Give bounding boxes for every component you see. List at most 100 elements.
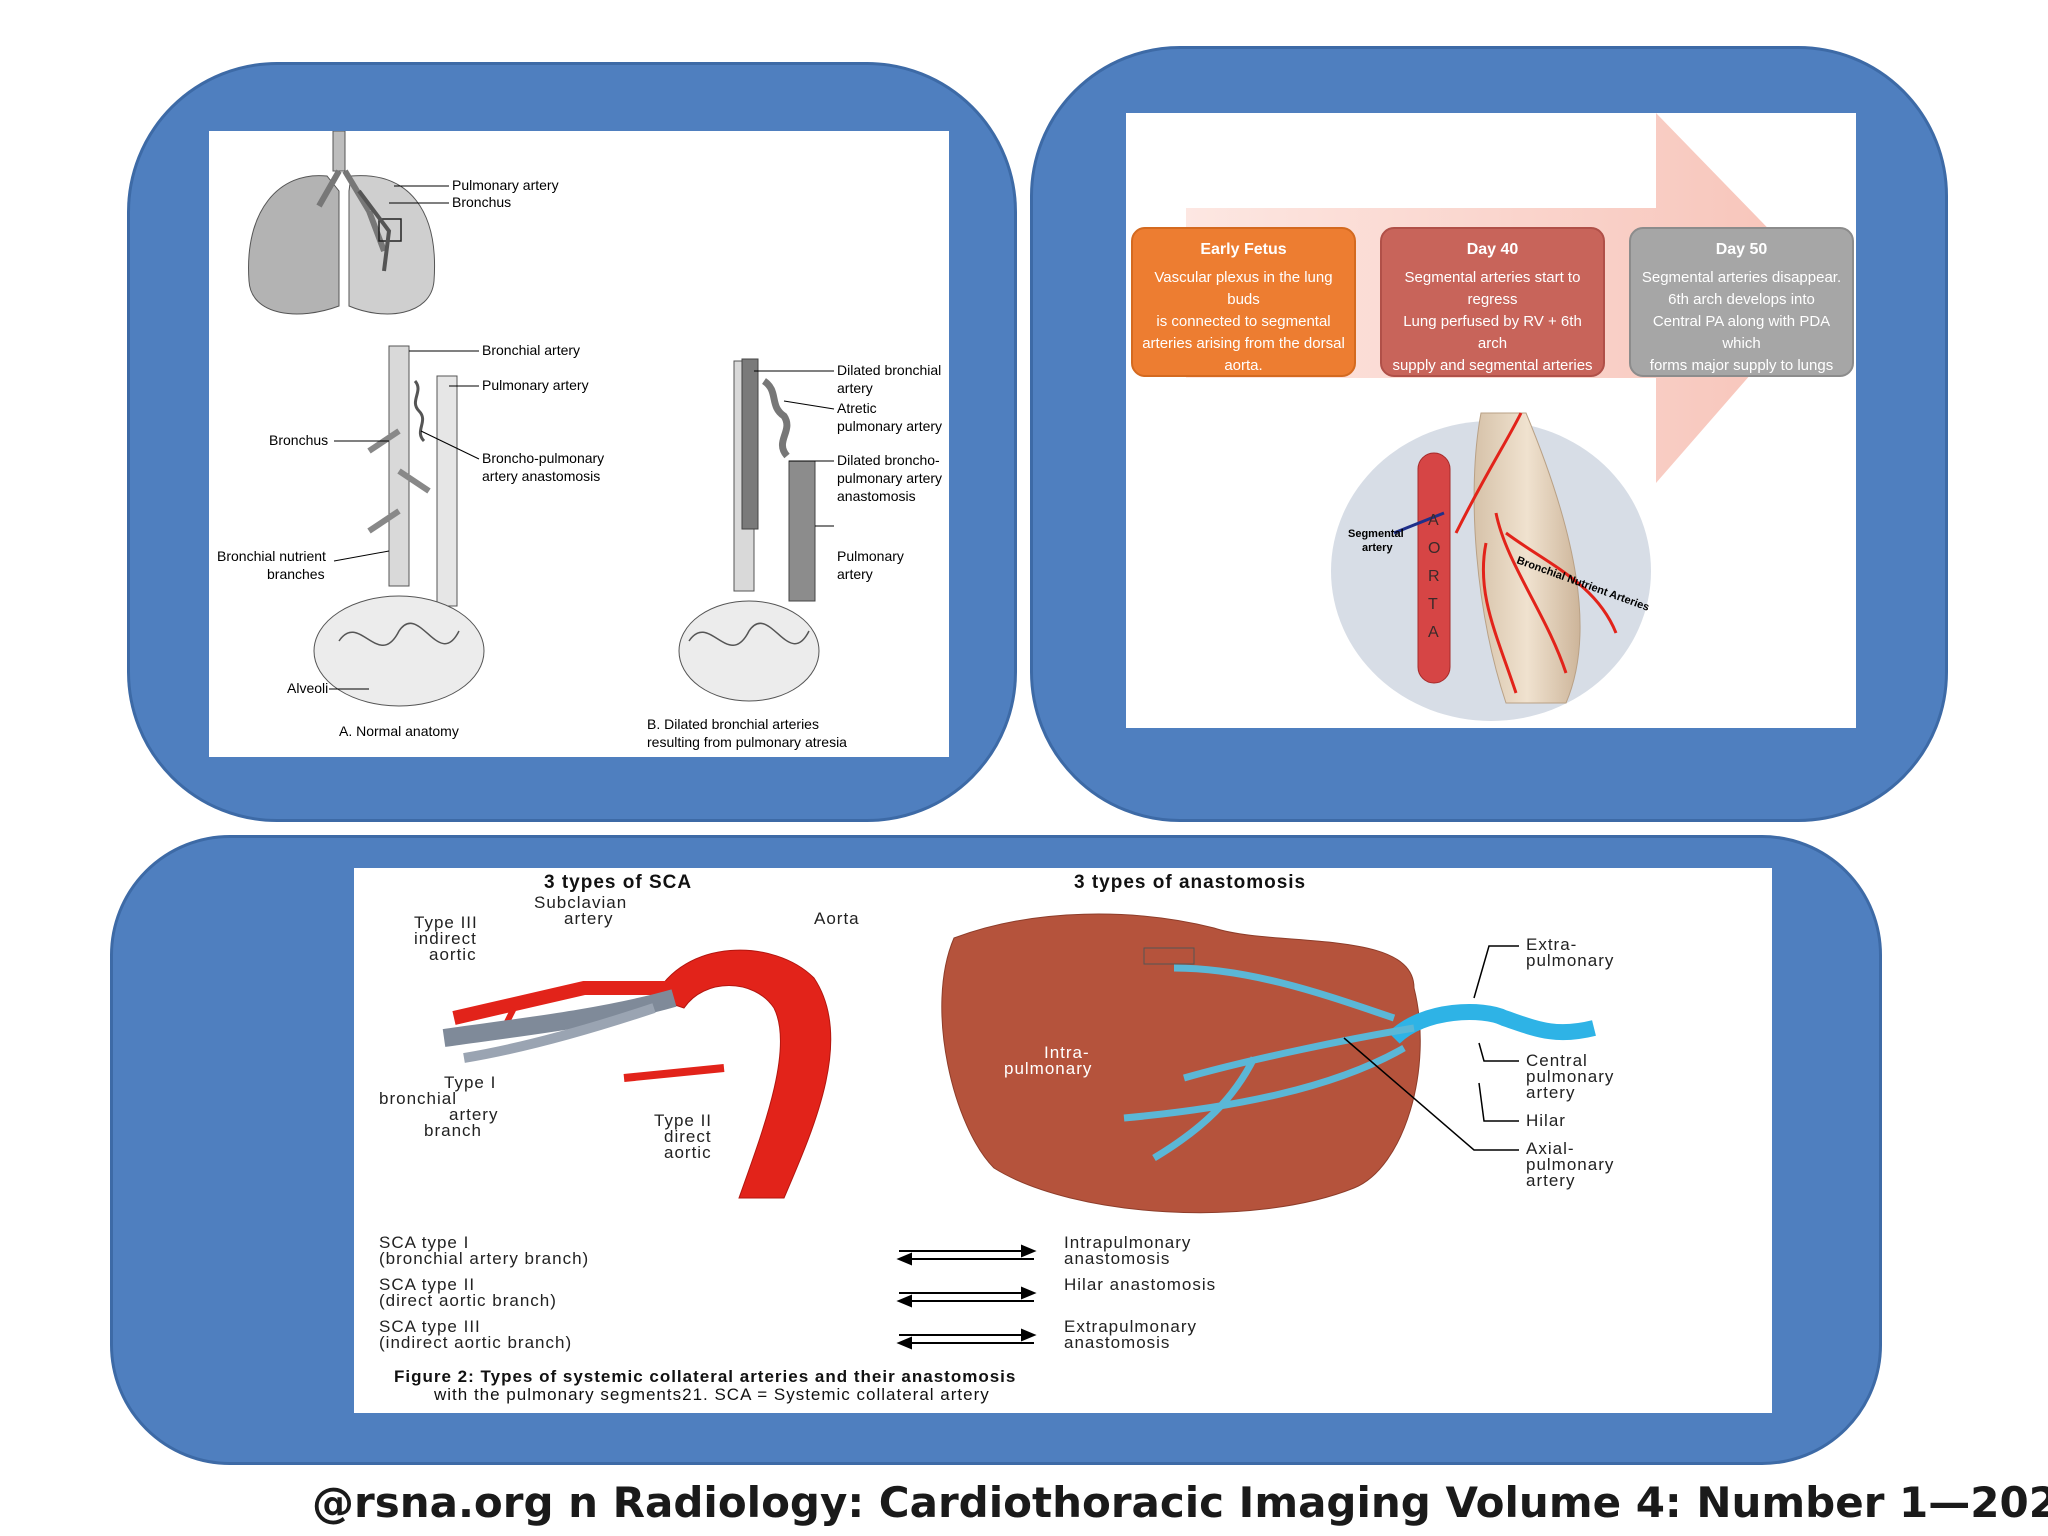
legend-right-line: Extrapulmonary — [1064, 1317, 1197, 1336]
title-anastomosis-types: 3 types of anastomosis — [1074, 872, 1306, 893]
label-intra-acinar-line2: acinar — [1234, 915, 1286, 934]
nutrient-arteries — [1454, 412, 1618, 694]
figure-caption-line1: Figure 2: Types of systemic collateral a… — [394, 1367, 1016, 1386]
segmental-artery-line — [1393, 511, 1445, 535]
label-subclavian-line2: artery — [564, 909, 613, 928]
stage-line: regress — [1467, 291, 1518, 308]
label-type1-line3: artery — [449, 1105, 498, 1124]
title-sca-types: 3 types of SCA — [544, 872, 692, 893]
label-aorta: Aorta — [814, 909, 860, 928]
label-nutrient-line1: Bronchial nutrient — [217, 548, 326, 564]
label-subclavian-line1: Subclavian — [534, 893, 627, 912]
stage-title: Early Fetus — [1200, 241, 1287, 258]
caption-atresia-line2: resulting from pulmonary atresia — [647, 734, 847, 750]
stage-title: Day 40 — [1466, 241, 1519, 258]
legend-left-line: (indirect aortic branch) — [379, 1333, 572, 1352]
sca-legend: SCA type I (bronchial artery branch) Int… — [379, 1233, 1216, 1352]
legend-left-line: SCA type II — [379, 1275, 475, 1294]
figure-bronchial-anatomy: Pulmonary artery Bronchus Bronchial arte… — [209, 130, 949, 757]
bronchial-anatomy-illustration: Pulmonary artery Bronchus Bronchial arte… — [217, 130, 942, 750]
label-type3-line2: indirect — [414, 929, 477, 948]
label-axial-line1: Axial- — [1526, 1139, 1575, 1158]
label-dilated-line2: artery — [837, 380, 873, 396]
label-bronchus: Bronchus — [269, 432, 328, 448]
label-nutrient-line2: branches — [267, 566, 325, 582]
label-axial-line2: pulmonary — [1526, 1155, 1614, 1174]
label-intra-acinar-line1: Intra- — [1244, 899, 1290, 918]
stage-line: 6th arch develops into — [1668, 291, 1815, 308]
stage-line: Segmental arteries start to — [1404, 269, 1581, 286]
stage-line: Vascular plexus in the lung buds — [1154, 269, 1333, 308]
stage-line: Segmental arteries disappear. — [1641, 269, 1842, 286]
label-type1-line1: Type I — [444, 1073, 496, 1092]
label-type1-line4: branch — [424, 1121, 482, 1140]
label-segmental-line1: Segmental — [1348, 528, 1404, 540]
label-type2-line1: Type II — [654, 1111, 712, 1130]
label-type2-line3: aortic — [664, 1143, 712, 1162]
label-intra-pulmonary-line2: pulmonary — [1004, 1059, 1092, 1078]
aorta-drawing — [442, 949, 832, 1199]
label-bronchial-artery: Bronchial artery — [482, 342, 580, 358]
caption-normal-anatomy: A. Normal anatomy — [339, 723, 459, 739]
svg-text:A: A — [1428, 624, 1439, 641]
label-dilated-anast-line3: anastomosis — [837, 488, 916, 504]
stage-line: forms major supply to lungs — [1649, 357, 1834, 374]
stage-line: Lung perfused by RV + 6th arch — [1403, 313, 1582, 352]
label-pa-line1: Pulmonary — [837, 548, 904, 564]
stage-day-40: Day 40 Segmental arteries start to regre… — [1380, 227, 1605, 377]
svg-text:T: T — [1428, 596, 1438, 613]
label-dilated-line1: Dilated bronchial — [837, 362, 941, 378]
caption-atresia-line1: B. Dilated bronchial arteries — [647, 716, 819, 732]
timeline-arrow: Segmental artery A O R T A Bronchial Nut… — [1186, 113, 1826, 721]
label-type1-line2: bronchial — [379, 1089, 457, 1108]
double-arrows — [896, 1244, 1037, 1350]
label-extra-pulmonary-line1: Extra- — [1526, 935, 1577, 954]
aorta-vertical-letters: A O R T A — [1428, 512, 1440, 641]
legend-right-line: anastomosis — [1064, 1249, 1170, 1268]
aorta-vessel — [1417, 452, 1451, 684]
label-pa-line2: artery — [837, 566, 873, 582]
label-central-pa-line3: artery — [1526, 1083, 1575, 1102]
label-hilar: Hilar — [1526, 1111, 1566, 1130]
label-atretic-line1: Atretic — [837, 400, 877, 416]
stage-line: arteries arising from the dorsal — [1142, 335, 1345, 352]
stage-line: aorta. — [1224, 357, 1263, 374]
footer-citation: @rsna.org n Radiology: Cardiothoracic Im… — [312, 1478, 2048, 1527]
legend-left-line: (direct aortic branch) — [379, 1291, 557, 1310]
atresia-drawing — [678, 358, 820, 702]
label-type3-line3: aortic — [429, 945, 477, 964]
svg-text:R: R — [1428, 568, 1440, 585]
stage-day-50: Day 50 Segmental arteries disappear. 6th… — [1629, 227, 1854, 377]
label-dilated-anast-line2: pulmonary artery — [837, 470, 942, 486]
stage-line: Central PA along with PDA which — [1652, 313, 1831, 352]
legend-left-line: SCA type III — [379, 1317, 481, 1336]
label-pulmonary-artery-top: Pulmonary artery — [452, 177, 559, 193]
lungs-drawing — [248, 130, 436, 315]
label-central-pa-line1: Central — [1526, 1051, 1588, 1070]
legend-left-line: (bronchial artery branch) — [379, 1249, 589, 1268]
stage-early-fetus: Early Fetus Vascular plexus in the lung … — [1131, 227, 1356, 377]
label-type2-line2: direct — [664, 1127, 712, 1146]
legend-right-line: Hilar anastomosis — [1064, 1275, 1216, 1294]
stage-line: supply and segmental arteries — [1392, 357, 1593, 374]
figure-sca-types: 3 types of SCA 3 types of anastomosis Su… — [354, 868, 1772, 1413]
label-anastomosis-line1: Broncho-pulmonary — [482, 450, 604, 466]
label-dilated-anast-line1: Dilated broncho- — [837, 452, 940, 468]
label-bronchus-top: Bronchus — [452, 194, 511, 210]
label-alveoli: Alveoli — [287, 680, 328, 696]
figure-embryology-timeline: Segmental artery A O R T A Bronchial Nut… — [1126, 113, 1856, 728]
label-atretic-line2: pulmonary artery — [837, 418, 942, 434]
svg-text:O: O — [1428, 540, 1440, 557]
label-extra-pulmonary-line2: pulmonary — [1526, 951, 1614, 970]
svg-text:A: A — [1428, 512, 1439, 529]
stage-line: is connected to segmental — [1156, 313, 1331, 330]
label-anastomosis-line2: artery anastomosis — [482, 468, 600, 484]
figure-caption-line2: with the pulmonary segments21. SCA = Sys… — [433, 1385, 990, 1404]
label-intra-pulmonary-line1: Intra- — [1044, 1043, 1090, 1062]
lung-anastomosis-drawing — [941, 913, 1596, 1214]
legend-left-line: SCA type I — [379, 1233, 469, 1252]
label-central-pa-line2: pulmonary — [1526, 1067, 1614, 1086]
bronchus-pillar — [1473, 412, 1581, 704]
label-axial-line3: artery — [1526, 1171, 1575, 1190]
sca-illustration: 3 types of SCA 3 types of anastomosis Su… — [379, 872, 1614, 1404]
